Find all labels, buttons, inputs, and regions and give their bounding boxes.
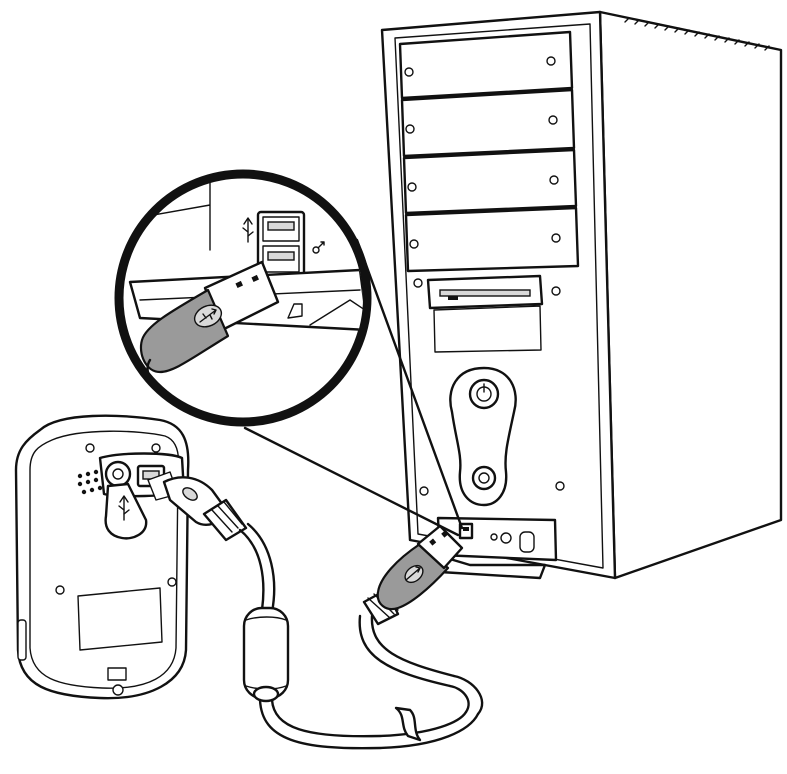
device-back-outline [29,430,180,689]
usb-port-lower[interactable] [262,245,300,273]
callout-leader-lines [243,238,464,537]
device-bottom-slot [107,667,127,681]
usb-icon [199,308,217,323]
usb-icon [118,495,130,521]
reset-button[interactable] [471,465,497,491]
usb-a-plug [362,524,464,626]
power-button-panel [419,366,565,507]
tower-side-panel [598,10,783,580]
drive-bay-2 [400,88,576,158]
audio-jack-icon [312,241,325,254]
usb-icon [405,566,421,581]
usb-icon [242,217,254,243]
tower-front-frame [394,23,604,569]
drive-bay-3 [402,148,578,215]
ferrite-core [242,606,290,703]
usb-plug-callout [139,260,280,386]
handheld-device [14,414,190,700]
usb-port-upper[interactable] [262,216,300,242]
device-label-area [77,587,163,651]
power-button-icon[interactable] [468,378,500,410]
front-port-panel [436,516,558,580]
cable-wire-outer [238,522,276,614]
usb-a-metal-tip [416,524,464,570]
magnified-callout [114,169,372,427]
drive-bay-4 [404,206,580,273]
speaker-grille [77,469,103,495]
mini-usb-plug [147,471,248,542]
audio-jack-icon [490,532,512,544]
device-port-cover[interactable] [104,460,148,540]
pc-tower [380,10,783,580]
cable-break [394,706,422,742]
usb-cable [147,471,484,750]
drive-bay-1 [398,30,574,100]
tower-top-vents [624,17,770,51]
floppy-drive [413,274,561,353]
